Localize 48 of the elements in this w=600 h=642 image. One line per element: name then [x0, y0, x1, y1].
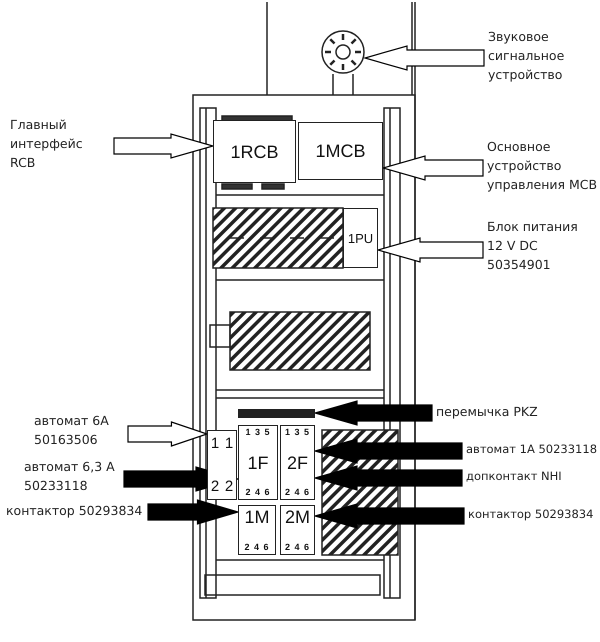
arrow — [376, 237, 484, 263]
terminal-number: 1 — [224, 436, 234, 451]
module — [213, 120, 296, 183]
device-label: 1PU — [348, 232, 374, 244]
terminal-numbers: 2 4 6 — [244, 543, 270, 552]
callout-text: контактор 50293834 — [468, 506, 594, 523]
motor-breaker — [280, 425, 315, 500]
terminal-number: 2 — [210, 479, 220, 494]
terminal-numbers: 1 3 5 — [245, 428, 271, 437]
module — [298, 122, 383, 180]
arrow — [127, 421, 209, 447]
terminal-numbers: 2 4 6 — [284, 488, 310, 497]
module — [343, 208, 378, 268]
arrow — [113, 133, 216, 159]
terminal-numbers: 2 4 6 — [284, 543, 310, 552]
contactor — [238, 505, 276, 555]
callout-text: допконтакт NHI — [466, 468, 563, 485]
arrow — [312, 438, 463, 464]
callout-text: перемычка PKZ — [436, 403, 539, 421]
motor-breaker — [238, 425, 278, 500]
contactor — [280, 505, 315, 555]
arrow — [312, 465, 463, 491]
terminal-numbers: 2 4 6 — [245, 488, 271, 497]
callout-text: Блок питания 12 V DC 50354901 — [487, 218, 579, 274]
circuit-breaker — [207, 430, 237, 500]
terminal-numbers: 1 3 5 — [284, 428, 310, 437]
device-label: 1M — [244, 508, 270, 526]
jumper-bar — [238, 409, 315, 418]
buzzer — [321, 30, 365, 74]
arrow — [362, 45, 485, 71]
callout-text: контактор 50293834 — [6, 502, 144, 520]
device-label: 1RCB — [230, 142, 278, 160]
callout-text: автомат 6,3 А 50233118 — [24, 458, 116, 495]
callout-text: автомат 6А 50163506 — [34, 412, 110, 449]
terminal-number: 1 — [210, 436, 220, 451]
arrow — [147, 499, 240, 525]
device-label: 2F — [286, 454, 308, 472]
device-label: 1F — [247, 454, 268, 472]
terminal-number: 2 — [224, 479, 234, 494]
arrow — [312, 400, 433, 426]
callout-text: Главный интерфейс RCB — [10, 116, 84, 172]
device-label: 1MCB — [315, 142, 366, 160]
arrow — [380, 155, 484, 181]
callout-text: Звуковое сигнальное устройство — [488, 28, 566, 84]
callout-text: автомат 1А 50233118 — [466, 441, 598, 458]
callout-text: Основное устройство управления MCB — [487, 138, 598, 194]
device-label: 2M — [284, 508, 310, 526]
arrow — [312, 503, 465, 529]
